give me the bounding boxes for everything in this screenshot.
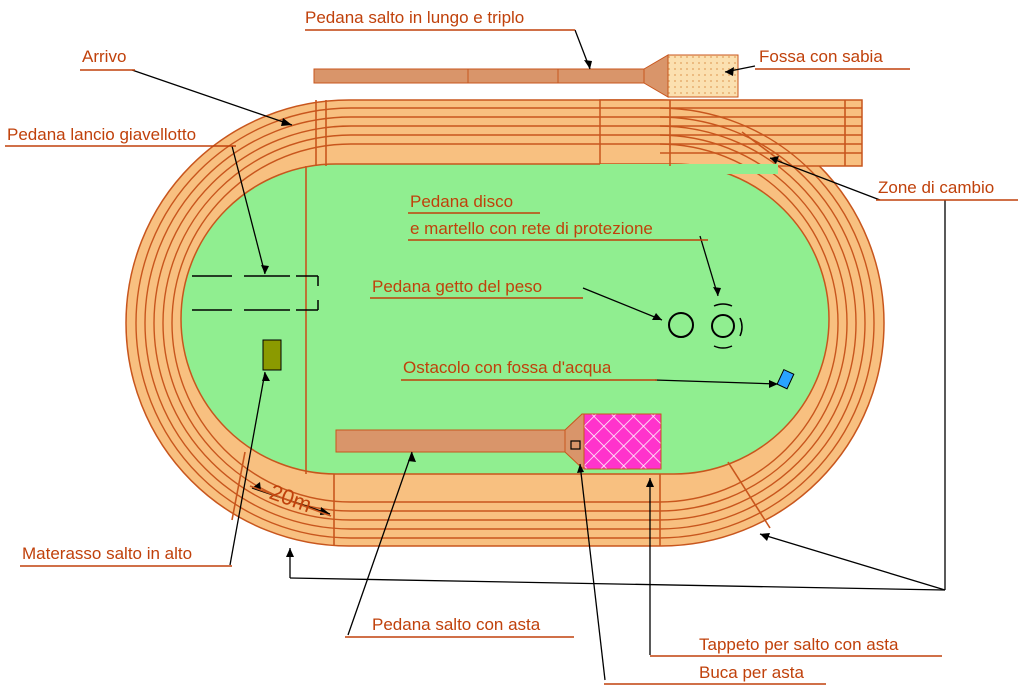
label-long-jump: Pedana salto in lungo e triplo: [305, 8, 575, 31]
label-discus: Pedana disco e martello con rete di prot…: [408, 192, 708, 241]
discus-text-2: e martello con rete di protezione: [410, 219, 653, 238]
discus-circle: [711, 303, 743, 349]
steeplechase-text: Ostacolo con fossa d'acqua: [403, 358, 612, 377]
water-jump: [776, 368, 795, 390]
discus-text-1: Pedana disco: [410, 192, 513, 211]
infield: [180, 163, 830, 475]
label-steeplechase: Ostacolo con fossa d'acqua: [401, 358, 657, 381]
shot-put-text: Pedana getto del peso: [372, 277, 542, 296]
pole-vault-runway-text: Pedana salto con asta: [372, 615, 541, 634]
javelin-text: Pedana lancio giavellotto: [7, 125, 196, 144]
shot-put-circle: [668, 312, 694, 338]
label-pole-vault-mat: Tappeto per salto con asta: [650, 635, 942, 657]
straight-markers: [231, 100, 846, 546]
javelin-runway: [192, 275, 319, 311]
label-sand-pit: Fossa con sabia: [755, 47, 910, 70]
track-extension: [599, 99, 863, 167]
label-high-jump: Materasso salto in alto: [20, 544, 232, 567]
finish-text: Arrivo: [82, 47, 126, 66]
high-jump-mat: [262, 339, 282, 371]
exchange-zones-text: Zone di cambio: [878, 178, 994, 197]
sand-pit-text: Fossa con sabia: [759, 47, 883, 66]
pole-vault-mat-text: Tappeto per salto con asta: [699, 635, 899, 654]
track-lanes: [135, 107, 875, 539]
pole-vault-mat: [583, 413, 662, 470]
label-pole-vault-box: Buca per asta: [604, 663, 826, 685]
label-javelin: Pedana lancio giavellotto: [5, 125, 236, 147]
sand-pit: [667, 54, 739, 98]
pole-vault-box-text: Buca per asta: [699, 663, 804, 682]
label-finish: Arrivo: [80, 47, 135, 71]
long-jump-text: Pedana salto in lungo e triplo: [305, 8, 524, 27]
high-jump-text: Materasso salto in alto: [22, 544, 192, 563]
label-exchange-zones: Zone di cambio: [876, 178, 1018, 201]
label-pole-vault-runway: Pedana salto con asta: [345, 615, 574, 638]
leader-lines: [131, 29, 946, 681]
infield-strip: [600, 164, 778, 174]
pole-vault-box: [570, 440, 581, 450]
label-shot-put: Pedana getto del peso: [370, 277, 583, 299]
long-jump-runway: [313, 54, 669, 98]
